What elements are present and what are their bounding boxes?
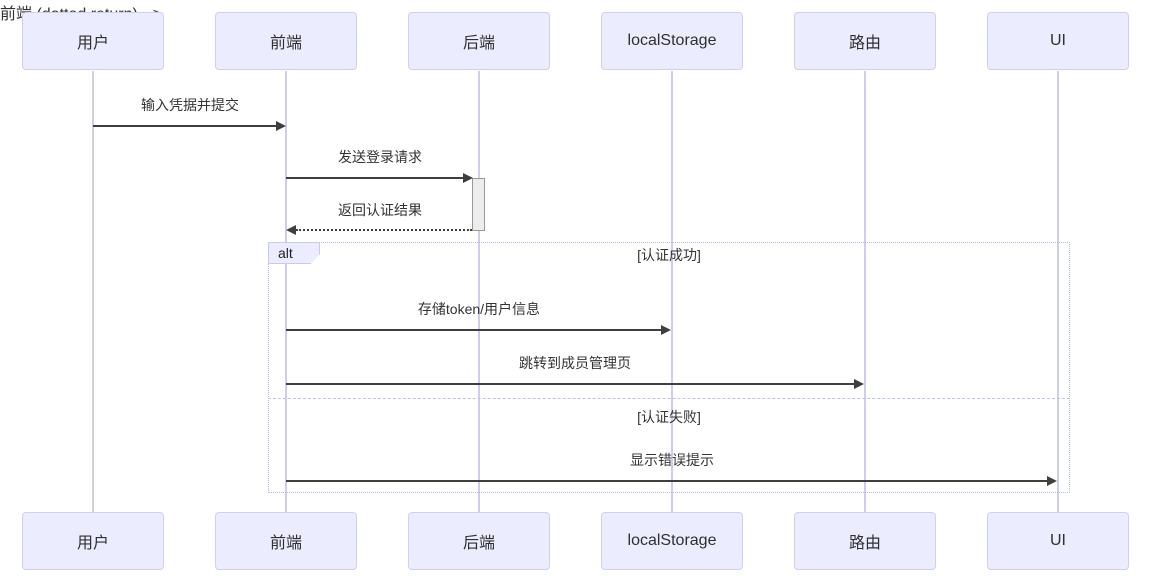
message-label-4: 存储token/用户信息	[417, 301, 541, 317]
actor-bottom-localstorage: localStorage	[601, 512, 743, 570]
message-arrowhead-2	[463, 173, 473, 183]
actor-bottom-backend: 后端	[408, 512, 550, 570]
message-arrowhead-5	[854, 379, 864, 389]
lifeline-frontend	[285, 71, 287, 512]
message-label-3: 返回认证结果	[338, 202, 422, 218]
message-label-6: 显示错误提示	[630, 452, 714, 468]
actor-bottom-user: 用户	[22, 512, 164, 570]
lifeline-backend	[478, 71, 480, 512]
actor-bottom-ui: UI	[987, 512, 1129, 570]
lifeline-ui	[1057, 71, 1059, 512]
message-arrowhead-3	[286, 225, 296, 235]
actor-top-router: 路由	[794, 12, 936, 70]
alt-else-divider	[268, 398, 1070, 399]
lifeline-router	[864, 71, 866, 512]
actor-top-frontend: 前端	[215, 12, 357, 70]
alt-condition-success: [认证成功]	[637, 247, 701, 263]
activation-bar-backend	[472, 178, 485, 231]
alt-frame	[268, 242, 1070, 493]
lifeline-localstorage	[671, 71, 673, 512]
message-line-4	[286, 329, 662, 331]
message-arrowhead-6	[1047, 476, 1057, 486]
message-arrowhead-1	[276, 121, 286, 131]
message-line-5	[286, 383, 855, 385]
message-arrowhead-4	[661, 325, 671, 335]
actor-bottom-router: 路由	[794, 512, 936, 570]
actor-top-user: 用户	[22, 12, 164, 70]
message-line-2	[286, 177, 464, 179]
message-line-6	[286, 480, 1048, 482]
alt-condition-failure: [认证失败]	[637, 409, 701, 425]
actor-bottom-frontend: 前端	[215, 512, 357, 570]
message-label-1: 输入凭据并提交	[141, 97, 239, 113]
message-line-3	[296, 229, 472, 231]
actor-top-backend: 后端	[408, 12, 550, 70]
actor-top-localstorage: localStorage	[601, 12, 743, 70]
alt-label-tab: alt	[268, 242, 320, 264]
message-line-1	[93, 125, 277, 127]
lifeline-user	[92, 71, 94, 512]
actor-top-ui: UI	[987, 12, 1129, 70]
message-label-2: 发送登录请求	[338, 149, 422, 165]
message-label-5: 跳转到成员管理页	[519, 355, 631, 371]
